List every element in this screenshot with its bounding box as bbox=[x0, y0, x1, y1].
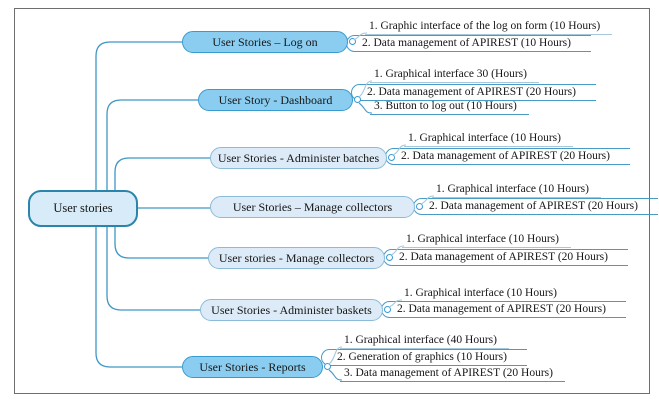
leaf-item[interactable]: 1. Graphical interface 30 (Hours) bbox=[370, 68, 539, 83]
collapse-handle[interactable] bbox=[388, 154, 395, 161]
branch-node-dashboard[interactable]: User Story - Dashboard bbox=[198, 89, 353, 111]
branch-node-manage-collectors-2[interactable]: User stories - Manage collectors bbox=[208, 247, 385, 269]
branch-node-label: User Stories – Manage collectors bbox=[232, 199, 393, 214]
leaf-item[interactable]: 2. Data management of APIREST (20 Hours) bbox=[385, 148, 630, 165]
collapse-handle[interactable] bbox=[384, 306, 391, 313]
leaf-item[interactable]: 2. Data management of APIREST (20 Hours) bbox=[381, 301, 626, 318]
leaf-item[interactable]: 2. Generation of graphics (10 Hours) bbox=[321, 349, 527, 366]
branch-node-label: User Stories - Administer baskets bbox=[211, 302, 372, 317]
leaf-item[interactable]: 1. Graphical interface (10 Hours) bbox=[402, 233, 571, 248]
branch-node-log-on[interactable]: User Stories – Log on bbox=[182, 31, 348, 53]
branch-node-label: User Story - Dashboard bbox=[218, 92, 333, 107]
leaf-item[interactable]: 2. Data management of APIREST (10 Hours) bbox=[346, 35, 591, 52]
leaf-item[interactable]: 2. Data management of APIREST (20 Hours) bbox=[383, 249, 628, 266]
collapse-handle[interactable] bbox=[324, 363, 331, 370]
branch-node-administer-baskets[interactable]: User Stories - Administer baskets bbox=[200, 299, 383, 321]
collapse-handle[interactable] bbox=[416, 203, 423, 210]
branch-node-label: User Stories - Reports bbox=[199, 359, 306, 374]
collapse-handle[interactable] bbox=[354, 96, 361, 103]
leaf-item[interactable]: 3. Button to log out (10 Hours) bbox=[370, 100, 529, 115]
leaf-item[interactable]: 3. Data management of APIREST (20 Hours) bbox=[340, 367, 565, 382]
root-node-label: User stories bbox=[53, 201, 113, 215]
branch-node-label: User stories - Manage collectors bbox=[218, 250, 375, 265]
leaf-item[interactable]: 1. Graphical interface (40 Hours) bbox=[340, 334, 509, 349]
root-node[interactable]: User stories bbox=[28, 190, 138, 227]
collapse-handle[interactable] bbox=[386, 254, 393, 261]
branch-node-label: User Stories – Log on bbox=[212, 34, 318, 49]
branch-node-manage-collectors-1[interactable]: User Stories – Manage collectors bbox=[210, 196, 415, 218]
branch-node-reports[interactable]: User Stories - Reports bbox=[182, 356, 323, 378]
collapse-handle[interactable] bbox=[349, 38, 356, 45]
leaf-item[interactable]: 2. Data management of APIREST (20 Hours) bbox=[351, 84, 596, 101]
leaf-item[interactable]: 1. Graphical interface (10 Hours) bbox=[432, 183, 601, 198]
branch-node-administer-batches[interactable]: User Stories - Administer batches bbox=[210, 147, 387, 169]
leaf-item[interactable]: 2. Data management of APIREST (20 Hours) bbox=[413, 198, 658, 215]
leaf-item[interactable]: 1. Graphic interface of the log on form … bbox=[365, 20, 613, 35]
leaf-item[interactable]: 1. Graphical interface (10 Hours) bbox=[404, 132, 573, 147]
leaf-item[interactable]: 1. Graphical interface (10 Hours) bbox=[400, 287, 569, 302]
branch-node-label: User Stories - Administer batches bbox=[217, 150, 380, 165]
